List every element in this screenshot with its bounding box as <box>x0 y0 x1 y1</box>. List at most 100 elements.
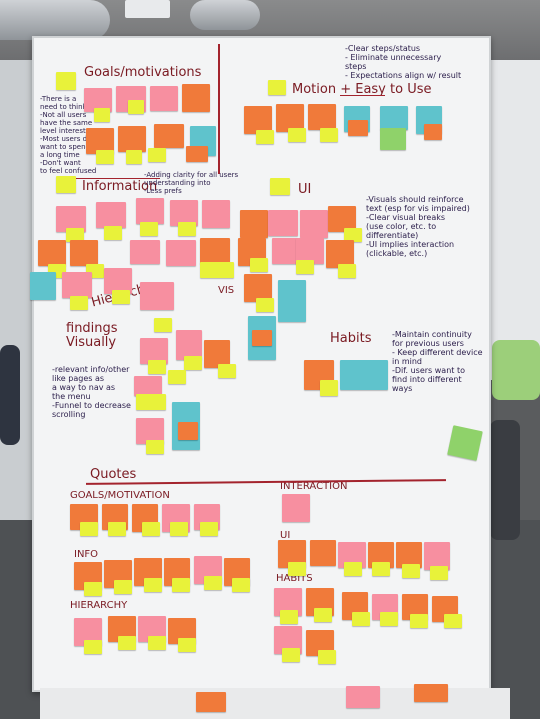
sticky-note <box>447 425 483 461</box>
divider-info <box>60 178 160 179</box>
sticky-note <box>30 272 56 300</box>
quotes-title: Quotes <box>90 467 137 482</box>
air-duct-2 <box>190 0 260 30</box>
sticky-note <box>424 124 442 140</box>
q-interaction-label: INTERACTION <box>280 481 348 492</box>
sticky-note <box>80 522 98 536</box>
sticky-note <box>380 106 408 130</box>
sticky-note <box>134 376 162 396</box>
q-goals-label: GOALS/MOTIVATION <box>70 490 170 501</box>
sticky-note <box>430 566 448 580</box>
sticky-note <box>278 280 306 322</box>
sticky-note <box>320 380 338 396</box>
findings-notes: -relevant info/other like pages as a way… <box>52 365 131 419</box>
air-duct <box>0 0 110 40</box>
sticky-note <box>310 540 336 566</box>
sticky-note <box>66 228 84 242</box>
information-title: Information <box>82 179 158 194</box>
ui-title: UI <box>298 182 312 197</box>
sticky-note <box>38 240 66 266</box>
sticky-note <box>146 440 164 454</box>
ceiling-light <box>125 0 170 18</box>
sticky-note <box>200 262 234 278</box>
findings-title: findings Visually <box>66 321 118 350</box>
sticky-note <box>178 638 196 652</box>
sticky-note <box>140 338 168 364</box>
information-notes: -Adding clarity for all users understand… <box>144 171 239 195</box>
sticky-note <box>70 240 98 266</box>
sticky-note <box>136 394 166 410</box>
sticky-note <box>170 200 198 226</box>
sticky-note <box>136 418 164 444</box>
sticky-note <box>244 106 272 134</box>
sticky-note <box>244 274 272 302</box>
sticky-note <box>280 610 298 624</box>
sticky-note <box>118 636 136 650</box>
goals-tag-note <box>56 72 76 90</box>
sticky-note <box>328 206 356 232</box>
sticky-note <box>136 198 164 224</box>
sticky-note <box>126 150 142 164</box>
sticky-note <box>204 340 230 368</box>
sticky-note <box>148 360 166 374</box>
sticky-note <box>252 330 272 346</box>
q-habits-label: HABITS <box>276 573 313 584</box>
sticky-note <box>288 562 306 576</box>
sticky-note <box>148 148 166 162</box>
sticky-note <box>118 126 146 152</box>
sticky-note <box>444 614 462 628</box>
chair-dark <box>490 420 520 540</box>
habits-title: Habits <box>330 331 372 346</box>
sticky-note <box>176 330 202 360</box>
sticky-note <box>94 108 110 122</box>
sticky-note <box>410 614 428 628</box>
sticky-note <box>168 370 186 384</box>
sticky-note <box>204 576 222 590</box>
habits-notes: -Maintain continuity for previous users … <box>392 330 483 393</box>
divider-motion <box>340 95 385 96</box>
sticky-note <box>268 210 298 236</box>
goals-notes: -There is a need to think -Not all users… <box>40 95 100 175</box>
sticky-note <box>296 238 324 264</box>
sticky-note <box>344 562 362 576</box>
sticky-note <box>314 608 332 622</box>
sticky-note <box>282 494 310 522</box>
sticky-note <box>402 564 420 578</box>
ui-tag-note <box>270 178 290 195</box>
motion-title: Motion + Easy to Use <box>292 82 432 97</box>
sticky-note <box>104 226 122 240</box>
sticky-note <box>150 86 178 111</box>
sticky-note <box>218 364 236 378</box>
sticky-note <box>140 222 158 236</box>
motion-tag-note <box>268 80 286 95</box>
sticky-note <box>232 578 250 592</box>
sticky-note <box>96 150 114 164</box>
sticky-note <box>128 100 144 114</box>
sticky-note <box>170 522 188 536</box>
sticky-note <box>172 578 190 592</box>
sticky-note <box>272 238 298 264</box>
vis-label: VIS <box>218 285 235 296</box>
sticky-note <box>308 104 336 130</box>
sticky-note <box>84 640 102 654</box>
info-tag-note <box>56 176 76 193</box>
sticky-note <box>380 612 398 626</box>
sticky-note <box>288 128 306 142</box>
sticky-note <box>200 522 218 536</box>
sticky-note <box>256 130 274 144</box>
sticky-note <box>338 264 356 278</box>
sticky-note <box>300 210 328 238</box>
sticky-note <box>178 222 196 236</box>
chair-green <box>492 340 540 400</box>
sticky-note <box>166 240 196 266</box>
q-ui-label: UI <box>280 530 291 541</box>
sticky-note <box>154 124 184 148</box>
sticky-note <box>56 206 86 232</box>
sticky-note <box>250 258 268 272</box>
sticky-note <box>62 272 92 298</box>
sticky-note <box>130 240 160 264</box>
goals-title: Goals/motivations <box>84 65 202 80</box>
sticky-note <box>86 128 114 154</box>
sticky-note <box>276 104 304 132</box>
